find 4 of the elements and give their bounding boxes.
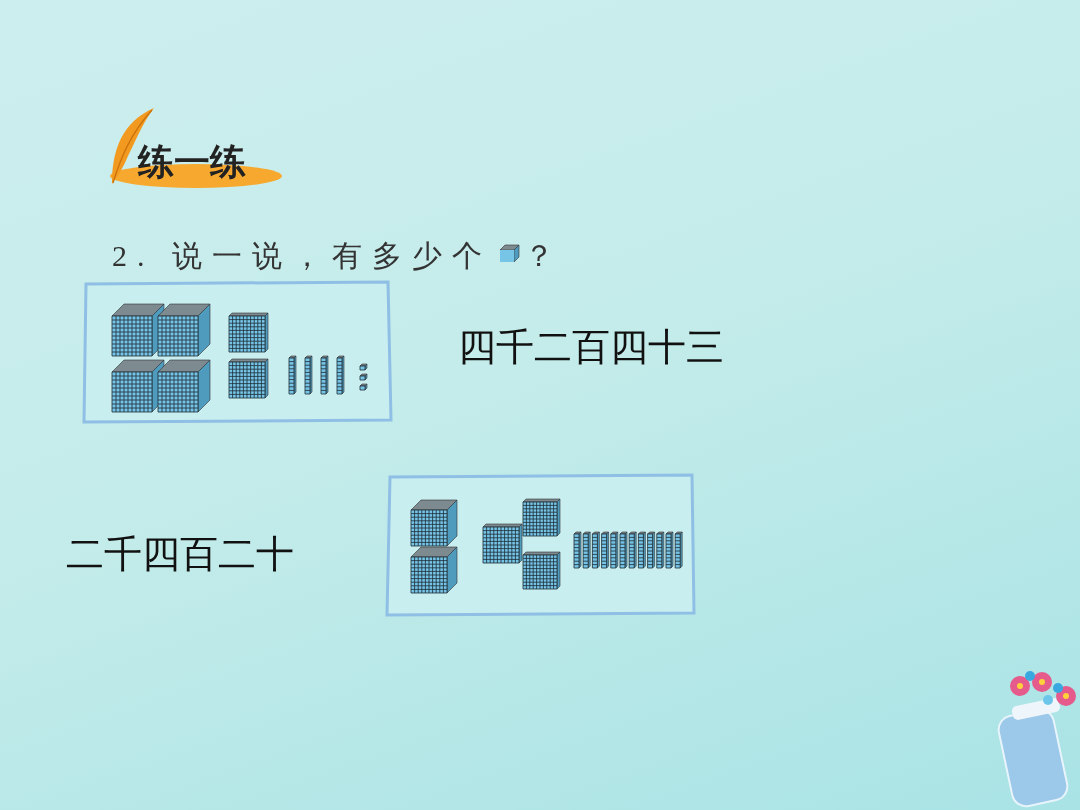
question-text: 2. 说一说，有多少个 [112,238,492,274]
number-words: 四千二百四十三 [458,325,724,370]
question-mark: ？ [524,238,554,274]
number-words: 二千四百二十 [66,532,294,577]
